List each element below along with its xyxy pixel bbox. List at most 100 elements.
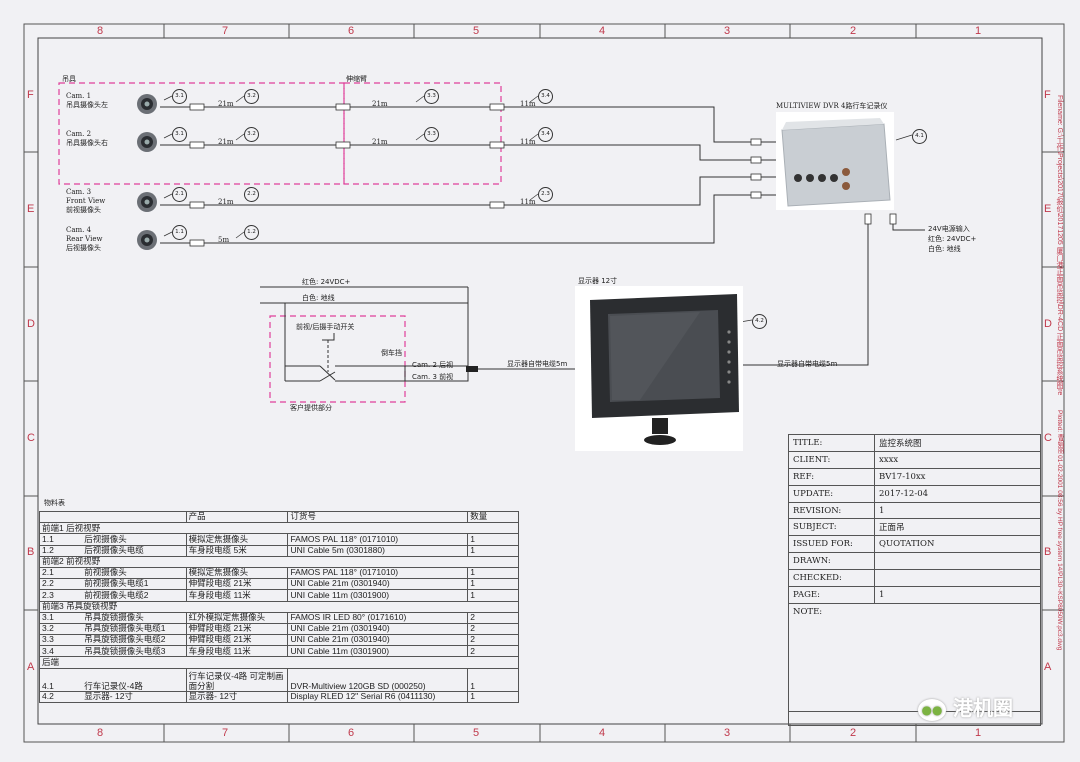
bom-cell-no: 2.2	[39, 578, 83, 591]
bom-cell-no: 3.4	[39, 645, 83, 658]
bom-cell-qty: 2	[467, 634, 519, 647]
bom-section-title: 后端	[39, 656, 519, 669]
zone-right-D: D	[1044, 318, 1052, 330]
bom-cell-product: 行车记录仪-4路 可定制画面分割	[185, 667, 289, 692]
title-block-value: 1	[874, 586, 1041, 604]
bom-cell-no: 4.2	[39, 690, 83, 703]
bom-cell-name: 行车记录仪-4路	[82, 667, 187, 692]
badge-cam1: 3.1	[172, 89, 187, 104]
cam3-front-label: Cam. 3 前视	[412, 373, 454, 381]
bom-header-cell: 订货号	[287, 510, 469, 524]
title-block-row: REF:BV17-10xx	[788, 467, 1041, 486]
bom-header-row: 产品订货号数量	[39, 510, 519, 524]
zone-top-1: 1	[975, 25, 982, 37]
zone-top-2: 2	[850, 25, 857, 37]
zone-bottom-8: 8	[97, 727, 104, 739]
bom-cell-name: 前视摄像头	[82, 566, 187, 580]
len-cam4: 5m	[218, 236, 230, 244]
title-block-value: QUOTATION	[874, 535, 1041, 554]
len-cam2-c: 11m	[520, 138, 536, 146]
bom-section-title: 前端1 后视视野	[39, 522, 519, 535]
zone-top-4: 4	[599, 25, 606, 37]
watermark-text: 港机圈	[952, 696, 1013, 720]
cam4-prefix: Rear View	[66, 235, 103, 243]
title-block-key: TITLE:	[788, 434, 875, 452]
bom-cell-qty: 2	[467, 611, 519, 624]
badge-3-3-a: 3.3	[424, 89, 439, 104]
camera-icon-3	[137, 192, 157, 212]
zone-right-F: F	[1044, 89, 1051, 101]
zone-top-5: 5	[473, 25, 480, 37]
zone-left-F: F	[27, 89, 34, 101]
arm-box	[343, 82, 502, 185]
bom-cell-product: 车身段电缆 5米	[185, 544, 289, 557]
badge-3-2-a: 3.2	[244, 89, 259, 104]
power-white-line: 白色: 地线	[302, 294, 335, 302]
bom-header-cell	[82, 510, 187, 524]
zone-top-8: 8	[97, 25, 104, 37]
title-block-value	[874, 569, 1041, 588]
bom-cell-no: 2.1	[39, 566, 83, 580]
zone-bottom-2: 2	[850, 727, 857, 739]
title-block-key: DRAWN:	[788, 552, 875, 571]
zone-bottom-3: 3	[724, 727, 731, 739]
camera-icons	[137, 94, 157, 250]
zone-bottom-4: 4	[599, 727, 606, 739]
monitor-icon	[575, 286, 743, 451]
dvr-label: MULTIVIEW DVR 4路行车记录仪	[776, 102, 888, 110]
bom-cell-no: 1.2	[39, 544, 83, 557]
title-block-row: TITLE:监控系统图	[788, 434, 1041, 452]
zone-left-E: E	[27, 203, 35, 215]
len-cam1-a: 21m	[218, 100, 234, 108]
badge-2-2: 2.2	[244, 187, 259, 202]
bom-cell-name: 吊具旋锁摄像头电缆2	[82, 634, 187, 647]
title-block-row: PAGE:1	[788, 586, 1041, 604]
bom-cell-product: 模拟定焦摄像头	[185, 533, 289, 546]
zone-bottom-7: 7	[222, 727, 229, 739]
badge-3-3-b: 3.3	[424, 127, 439, 142]
bom-cell-product: 车身段电缆 11米	[185, 645, 289, 658]
zone-bottom-6: 6	[348, 727, 355, 739]
bom-cell-order: UNI Cable 5m (0301880)	[287, 544, 469, 557]
plotted-text: Plotted: 曹娟丽 01-02-2001 08:56 by HP free…	[1056, 410, 1063, 651]
bom-cell-qty: 1	[467, 544, 519, 557]
bom-cell-order: UNI Cable 11m (0301900)	[287, 589, 469, 602]
bom-cell-no: 2.3	[39, 589, 83, 602]
connectors	[189, 103, 897, 247]
title-block-footer	[788, 711, 1041, 726]
bom-cell-name: 后视摄像头电缆	[82, 544, 187, 557]
crane-box	[58, 82, 345, 185]
title-block-row: REVISION:1	[788, 501, 1041, 520]
bom-cell-qty: 1	[467, 589, 519, 602]
bom-cell-order: UNI Cable 11m (0301900)	[287, 645, 469, 658]
bom-row: 前端3 吊具旋锁视野	[39, 600, 519, 613]
badge-4-2: 4.2	[752, 314, 767, 329]
bom-cell-qty: 2	[467, 645, 519, 658]
bom-cell-order: UNI Cable 21m (0301940)	[287, 634, 469, 647]
bom-cell-qty: 1	[467, 667, 519, 692]
bom-cell-no: 4.1	[39, 667, 83, 692]
len-cam2-b: 21m	[372, 138, 388, 146]
monitor-cable-right: 显示器自带电缆5m	[777, 360, 838, 368]
title-block-key: NOTE:	[788, 602, 1041, 712]
grid-ticks	[24, 24, 1064, 742]
title-block-key: PAGE:	[788, 586, 875, 604]
zone-top-7: 7	[222, 25, 229, 37]
title-block-row: CLIENT:xxxx	[788, 450, 1041, 469]
bom-cell-product: 显示器- 12寸	[185, 690, 289, 703]
outer-frame	[23, 23, 1065, 743]
title-block-row: ISSUED FOR:QUOTATION	[788, 535, 1041, 554]
title-block-value: 正面吊	[874, 518, 1041, 537]
title-block-value: BV17-10xx	[874, 467, 1041, 486]
badge-cam2: 3.1	[172, 127, 187, 142]
cam1-id: Cam. 1	[66, 92, 92, 100]
title-block-row: SUBJECT:正面吊	[788, 518, 1041, 537]
wechat-icon: ●●	[918, 698, 946, 721]
bom-row: 前端2 前视视野	[39, 555, 519, 568]
zone-right-A: A	[1044, 661, 1052, 673]
badge-cam3: 2.1	[172, 187, 187, 202]
bom-cell-qty: 1	[467, 566, 519, 580]
